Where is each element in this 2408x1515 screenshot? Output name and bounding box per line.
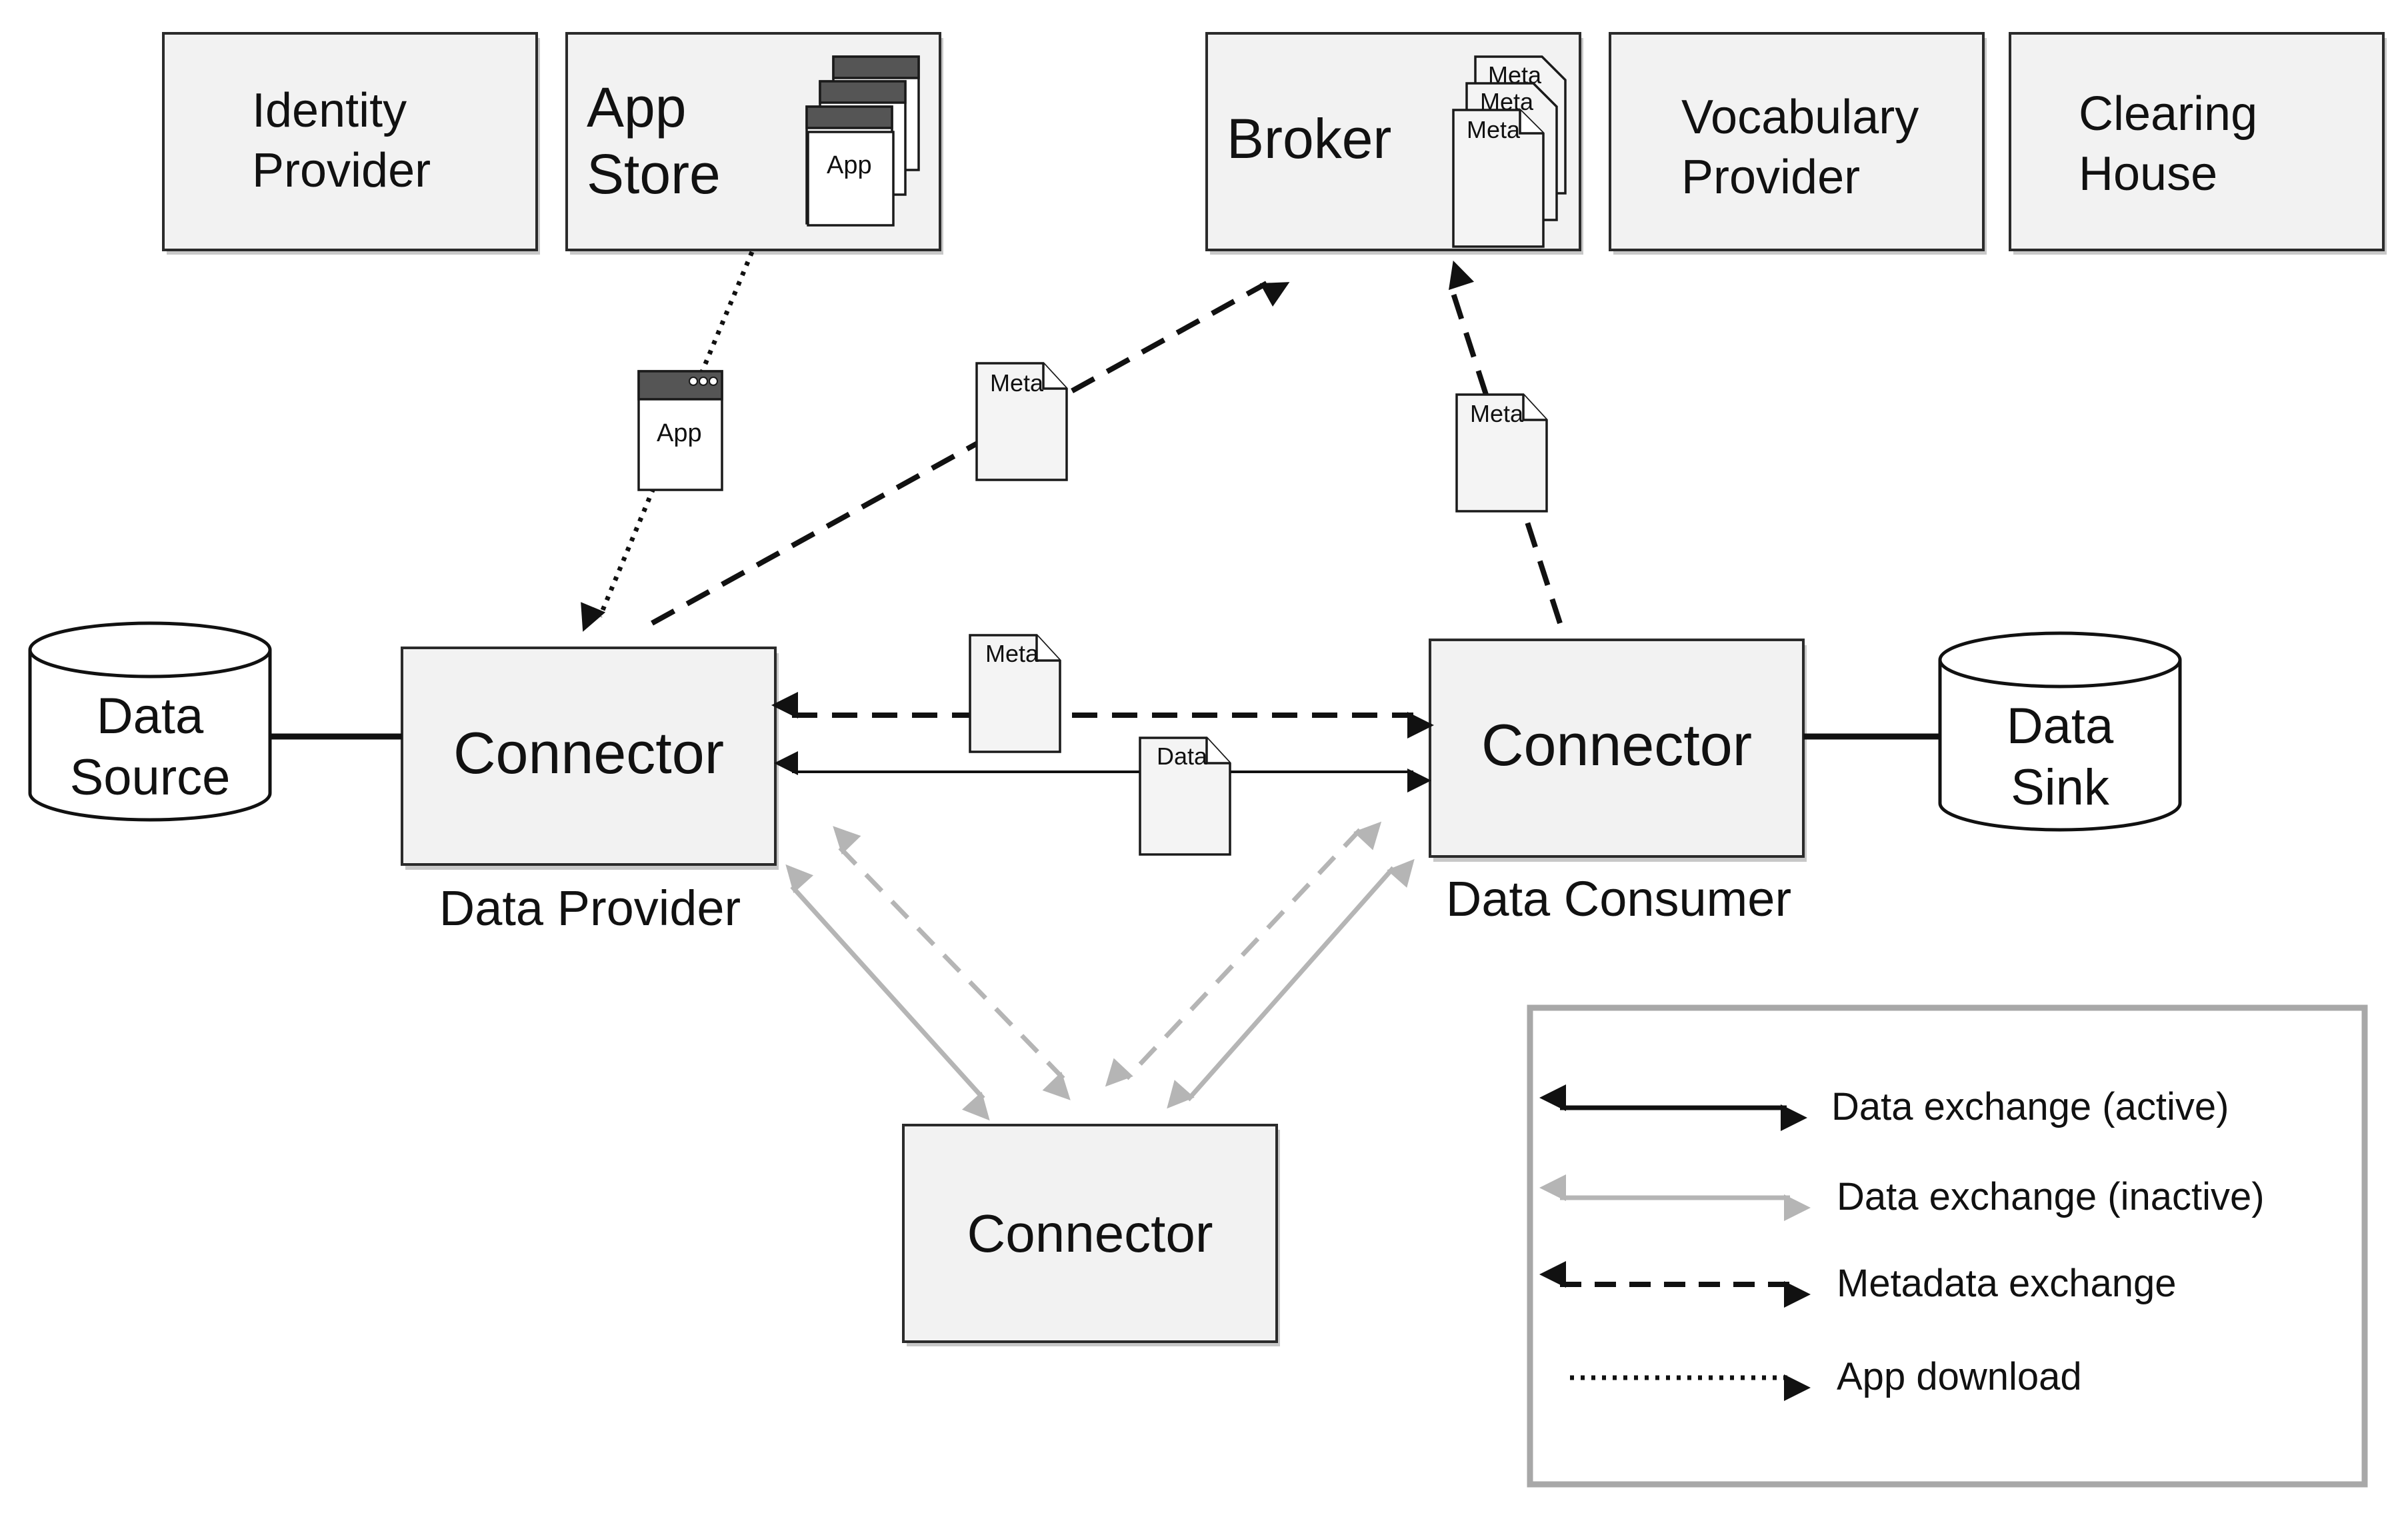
data-sink-label-line2: Sink <box>2011 759 2110 816</box>
legend-inactive-label: Data exchange (inactive) <box>1837 1175 2265 1218</box>
metadata-stack-icon: Meta Meta Meta <box>1452 55 1567 248</box>
clearing-house-label-line2: House <box>2079 147 2217 201</box>
metadata-doc-consumer: Meta <box>1455 393 1548 513</box>
metadata-doc-consumer-label: Meta <box>1470 400 1524 427</box>
identity-provider-box: Identity Provider <box>162 32 540 255</box>
data-doc-exchange: Data <box>1139 737 1231 856</box>
metadata-doc-exchange-label: Meta <box>985 640 1039 667</box>
connector-bottom-box: Connector <box>902 1124 1280 1346</box>
data-sink-label-line1: Data <box>2007 698 2114 755</box>
inactive-data-arrow-right <box>1167 858 1415 1109</box>
broker-box: Broker Meta Meta Meta <box>1205 32 1583 255</box>
app-store-box: App Store App <box>565 32 943 255</box>
data-provider-caption: Data Provider <box>439 880 741 936</box>
vocabulary-provider-box: Vocabulary Provider <box>1609 32 1987 255</box>
data-source-label-line1: Data <box>97 688 204 745</box>
provider-metadata-arrow <box>651 281 1290 626</box>
connector-provider-label: Connector <box>453 720 724 786</box>
inactive-metadata-arrow-left <box>833 826 1071 1100</box>
vocabulary-provider-label-line2: Provider <box>1681 151 1860 204</box>
app-stack-label: App <box>827 151 872 179</box>
metadata-doc-provider-label: Meta <box>990 369 1044 397</box>
inactive-data-arrow-left <box>785 864 990 1121</box>
data-sink-cylinder: Data Sink <box>1938 631 2182 832</box>
connector-consumer-label: Connector <box>1481 712 1752 778</box>
clearing-house-box: Clearing House <box>2009 32 2387 255</box>
data-doc-exchange-label: Data <box>1157 743 1208 770</box>
app-stack-icon: App <box>805 55 920 227</box>
clearing-house-label-line1: Clearing <box>2079 87 2257 141</box>
identity-provider-label-line2: Provider <box>252 144 431 197</box>
connector-consumer-box: Connector <box>1429 639 1807 862</box>
metadata-doc-provider: Meta <box>975 362 1068 481</box>
meta-stack-label-3: Meta <box>1467 116 1521 143</box>
connector-provider-box: Connector <box>401 647 779 870</box>
app-package-icon: App <box>637 370 723 491</box>
metadata-doc-exchange: Meta <box>969 634 1061 753</box>
legend-active-label: Data exchange (active) <box>1831 1085 2229 1128</box>
broker-label: Broker <box>1227 107 1391 170</box>
data-source-cylinder: Data Source <box>28 621 272 822</box>
inactive-metadata-arrow-right <box>1105 821 1382 1087</box>
app-package-label: App <box>657 419 702 447</box>
app-store-label-line1: App <box>587 76 686 139</box>
legend: Data exchange (active) Data exchange (in… <box>1527 1004 2368 1488</box>
vocabulary-provider-label-line1: Vocabulary <box>1681 91 1919 144</box>
identity-provider-label-line1: Identity <box>252 84 407 137</box>
data-source-label-line2: Source <box>70 749 231 806</box>
legend-metadata-label: Metadata exchange <box>1837 1262 2176 1305</box>
app-store-label-line2: Store <box>587 143 721 205</box>
data-consumer-caption: Data Consumer <box>1446 871 1791 926</box>
app-download-arrow <box>581 251 755 632</box>
legend-app-download-label: App download <box>1837 1355 2082 1398</box>
connector-bottom-label: Connector <box>967 1204 1213 1263</box>
